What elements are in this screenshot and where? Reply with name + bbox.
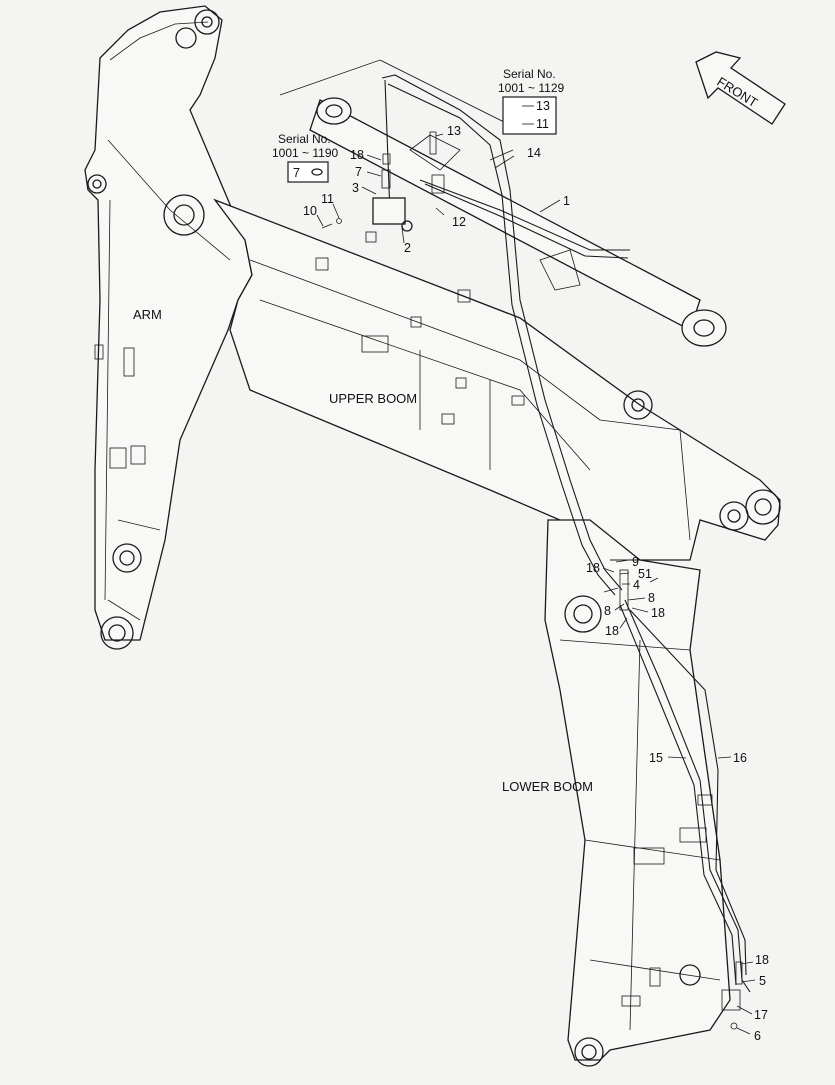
callout-12: 12 [452,215,466,229]
callout-13-serial: 13 [536,99,550,113]
serial-range-b: 1001 ~ 1190 [272,146,339,160]
serial-title-b: Serial No. [278,132,331,146]
callout-8-lower: 8 [604,604,611,618]
leader-lines [316,133,756,1035]
serial-title-a: Serial No. [503,67,556,81]
callout-8-upper: 8 [648,591,655,605]
callout-9: 9 [632,555,639,569]
callout-18-left: 18 [586,561,600,575]
callout-5: 5 [759,974,766,988]
callout-11: 11 [321,192,334,206]
upper-boom-label: UPPER BOOM [329,391,417,406]
callout-10: 10 [303,204,317,218]
callout-17: 17 [754,1008,768,1022]
lower-boom-structure [544,519,731,1067]
arm-structure [84,5,253,650]
serial-note-1001-1190: Serial No. 1001 ~ 1190 7 [272,132,339,183]
callout-4: 4 [633,578,640,592]
callout-numbers: 1 2 3 4 5 6 7 8 8 9 10 11 12 13 14 15 16… [303,124,769,1043]
callout-51: 51 [638,567,652,581]
callout-18-bottom: 18 [755,953,769,967]
hydraulic-cylinder [279,59,727,347]
callout-11-serial: 11 [536,117,549,131]
callout-6: 6 [754,1029,761,1043]
serial-range-a: 1001 ~ 1129 [498,81,565,95]
callout-3: 3 [352,181,359,195]
upper-boom-structure [213,198,781,561]
callout-13: 13 [447,124,461,138]
callout-16: 16 [733,751,747,765]
lower-boom-label: LOWER BOOM [502,779,593,794]
serial-note-1001-1129: Serial No. 1001 ~ 1129 13 11 [498,67,565,135]
callout-14: 14 [527,146,541,160]
callout-7: 7 [355,165,362,179]
arm-label: ARM [133,307,162,322]
callout-1: 1 [563,194,570,208]
callout-2: 2 [404,241,411,255]
front-arrow: FRONT [695,51,786,125]
callout-18-top: 18 [350,148,364,162]
callout-15: 15 [649,751,663,765]
callout-18-mid: 18 [605,624,619,638]
callout-18-right: 18 [651,606,665,620]
callout-7-serial: 7 [293,166,300,180]
